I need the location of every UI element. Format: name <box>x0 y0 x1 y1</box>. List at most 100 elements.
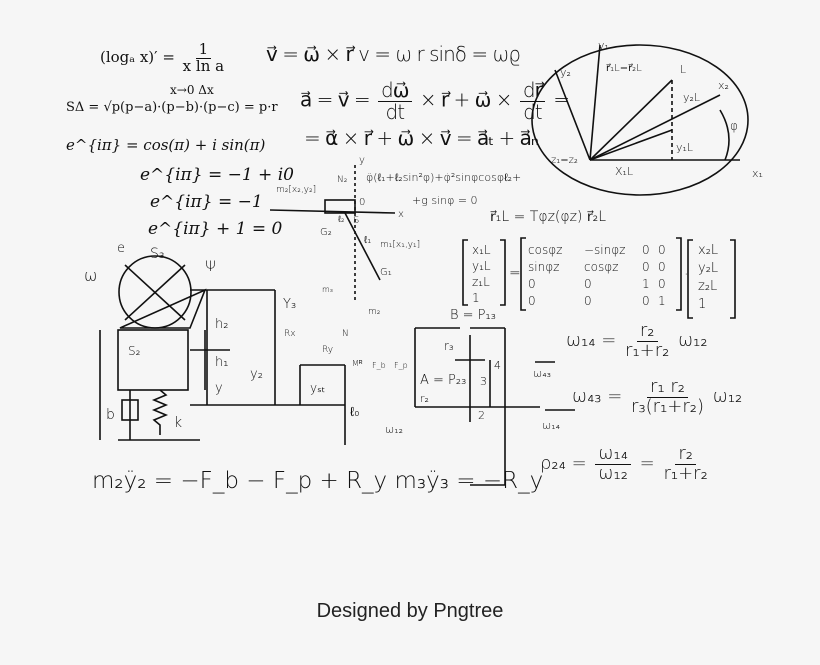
label-N: N <box>342 329 349 339</box>
label-y: y <box>215 381 223 396</box>
rho-eq: = <box>639 453 655 474</box>
label-G1: G₁ <box>380 267 392 278</box>
omega14-num: r₂ <box>636 322 658 342</box>
label-x1L: X₁L <box>615 165 634 178</box>
omega43-den: r₃(r₁+r₂) <box>631 396 705 417</box>
omega43-rhs: ω₁₂ <box>712 386 743 407</box>
label-x1: x₁ <box>752 167 763 180</box>
label-L: L <box>680 63 687 76</box>
matrix-cell: 0 <box>528 277 536 291</box>
label-Ry: Ry <box>322 345 334 355</box>
matrix-lhs-entry: x₁L <box>472 243 491 257</box>
label-y1L: y₁L <box>676 141 694 154</box>
label-gear-4: 4 <box>494 359 501 372</box>
label-S3: S₃ <box>150 246 165 262</box>
log-num: 1 <box>195 42 212 59</box>
label-B: B = P₁₃ <box>450 308 496 323</box>
mass-spring-diagram <box>99 255 346 445</box>
matrix-cell: 0 <box>584 294 592 308</box>
matrix-cell: 0 <box>642 260 650 274</box>
matrix-cell: 0 <box>584 277 592 291</box>
euler-formula-4: e^{iπ} + 1 = 0 <box>148 219 283 239</box>
label-omega: ω <box>84 266 98 285</box>
log-lhs: (logₐ x)′ = <box>100 48 175 66</box>
matrix-lhs: x₁L y₁L z₁L 1 <box>472 242 491 306</box>
matrix-rhs: x₂L y₂L z₂L 1 <box>698 242 718 314</box>
label-gear-3: 3 <box>480 375 487 388</box>
label-phi: φ <box>730 119 738 133</box>
omega14-lhs: ω₁₄ = <box>566 330 617 351</box>
label-gear-2: 2 <box>478 409 485 422</box>
label-e: e <box>117 241 125 256</box>
matrix-equals: = <box>509 265 521 281</box>
label-Fp: F_p <box>394 361 408 370</box>
matrix-lhs-entry: 1 <box>472 291 480 305</box>
label-X-axis: x <box>398 209 404 220</box>
rho-lhs: ρ₂₄ = <box>540 453 587 474</box>
matrix-cell: −sinφz <box>584 243 626 257</box>
accel-frac1-num: dω⃗ <box>378 80 412 102</box>
matrix-lhs-entry: z₁L <box>472 275 490 289</box>
rho-den2: r₁+r₂ <box>663 463 708 484</box>
accel-frac1-den: dt <box>385 100 406 124</box>
omega14-rhs: ω₁₂ <box>678 330 708 351</box>
heron-above: x→0 Δx <box>170 83 214 97</box>
label-psi: Ψ <box>205 259 217 275</box>
matrix-rhs-entry: z₂L <box>698 279 718 294</box>
label-Fb: F_b <box>372 361 386 370</box>
acceleration-line-2: = α⃗ × r⃗ + ω⃗ × v⃗ = a⃗ₜ + a⃗ₙ <box>304 126 539 150</box>
coordinate-ellipse-diagram <box>531 44 749 196</box>
matrix-rhs-entry: 1 <box>698 297 707 312</box>
label-m2x2y2: m₂[x₂,y₂] <box>276 185 317 195</box>
pendulum-diagram <box>269 165 396 300</box>
matrix-cell: cosφz <box>584 260 619 274</box>
label-m1x1y1: m₁[x₁,y₁] <box>380 240 421 250</box>
label-b: b <box>106 407 115 423</box>
gear-train-diagram <box>414 327 575 486</box>
label-w14: ω₁₄ <box>542 419 561 432</box>
matrix-cell: 0 <box>658 260 666 274</box>
matrix-cell: 0 <box>658 243 666 257</box>
label-S2: S₂ <box>128 344 141 358</box>
equations-of-motion: m₂ÿ₂ = −F_b − F_p + R_y m₃ÿ₃ = −R_y <box>92 468 544 494</box>
label-yst: yₛₜ <box>310 381 326 395</box>
label-l2: ℓ₂ <box>338 215 345 225</box>
log-den: x ln a <box>182 57 225 75</box>
label-l1: ℓ₁ <box>364 235 372 246</box>
euler-formula-2: e^{iπ} = −1 + i0 <box>140 165 294 185</box>
label-Y3: Y₃ <box>283 297 297 312</box>
pendulum-equation-2: +g sinφ = 0 <box>412 194 478 207</box>
matrix-cell: 1 <box>642 277 650 291</box>
transform-equation: r⃗₁L = Tφz(φz) r⃗₂L <box>490 209 607 225</box>
label-r1l-r2l: r⃗₁L=r⃗₂L <box>606 63 642 74</box>
matrix-cell: 0 <box>658 277 666 291</box>
euler-formula-1: e^{iπ} = cos(π) + i sin(π) <box>66 136 266 154</box>
label-m2-block: m₂ <box>368 307 381 317</box>
matrix-cell: 1 <box>658 294 666 308</box>
velocity-formula: v⃗ = ω⃗ × r⃗ v = ω r sinδ = ωϱ <box>266 42 521 66</box>
accel-frac2: dr⃗dt <box>519 80 545 122</box>
matrix-cell: 0 <box>642 294 650 308</box>
omega14-den: r₁+r₂ <box>625 340 670 361</box>
label-O: 0 <box>359 197 366 208</box>
matrix-cell: 0 <box>528 294 536 308</box>
label-w12: ω₁₂ <box>385 423 404 436</box>
watermark-caption: Designed by Pngtree <box>316 600 504 622</box>
matrix-cell: cosφz <box>528 243 563 257</box>
label-z1z2: z₁=z₂ <box>551 155 578 166</box>
matrix-lhs-entry: y₁L <box>472 259 491 273</box>
pendulum-equation-1: φ̈(ℓ₁+ℓ₂sin²φ)+φ̇²sinφcosφℓ₂+ <box>366 171 522 184</box>
rho-den: ω₁₂ <box>598 463 628 484</box>
matrix-rhs-entry: y₂L <box>698 261 719 276</box>
label-A: A = P₂₃ <box>420 373 467 388</box>
label-S: S <box>353 215 360 226</box>
label-w43: ω₄₃ <box>533 367 552 380</box>
